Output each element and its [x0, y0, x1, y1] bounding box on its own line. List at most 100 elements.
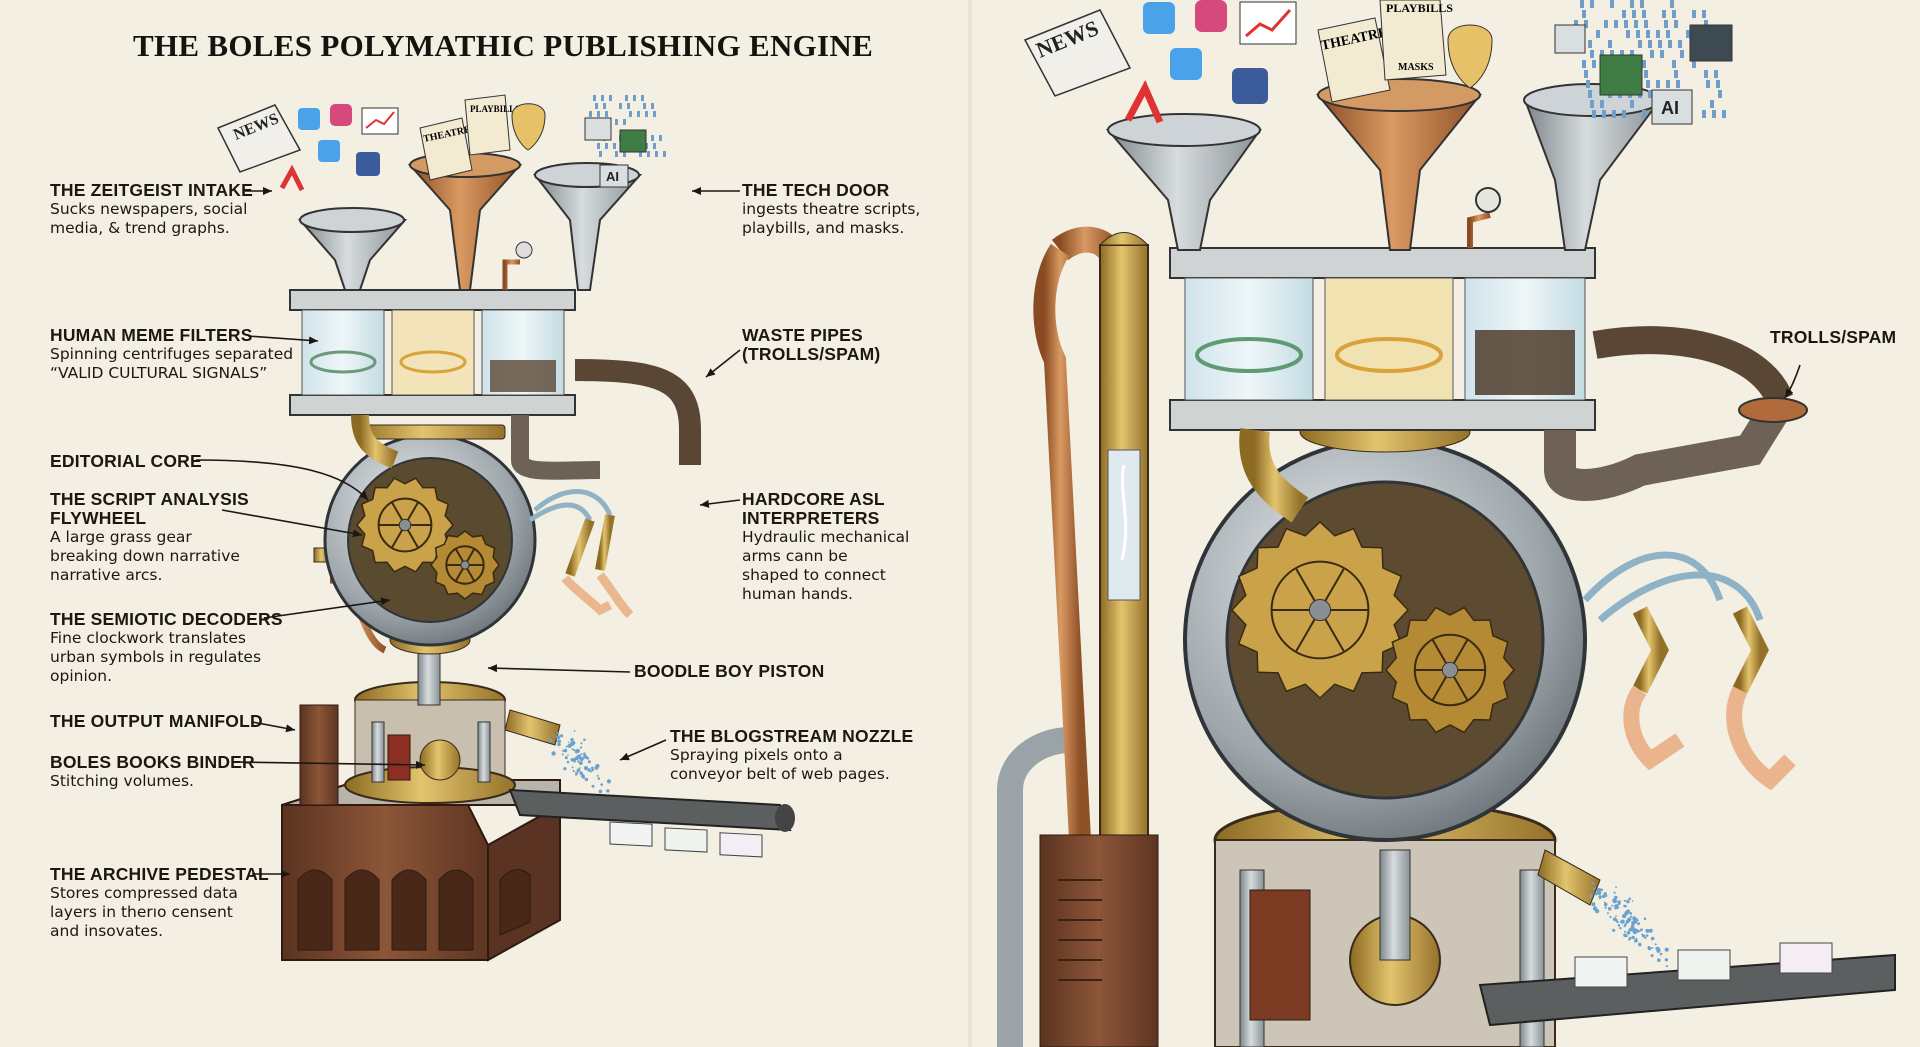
binary-digit — [1604, 20, 1608, 28]
pixel-dot — [579, 761, 583, 765]
web-page — [1678, 950, 1730, 980]
binary-digit — [1662, 10, 1666, 18]
pixel-dot — [1591, 902, 1595, 906]
label-description: Fine clockwork translates urban symbols … — [50, 629, 283, 686]
label-heading: THE OUTPUT MANIFOLD — [50, 712, 263, 731]
label-heading: THE SEMIOTIC DECODERS — [50, 610, 283, 629]
binary-digit — [1644, 20, 1648, 28]
binary-digit — [589, 111, 592, 117]
binary-digit — [1626, 30, 1630, 38]
pixel-dot — [1604, 902, 1606, 904]
asl-arms — [1585, 555, 1790, 780]
binary-digit — [601, 95, 604, 101]
pixel-dot — [1607, 912, 1609, 914]
pixel-dot — [579, 767, 581, 769]
playbill: PLAYBILLS — [465, 95, 520, 155]
pixel-dot — [1665, 948, 1669, 952]
label-heading: THE ARCHIVE PEDESTAL — [50, 865, 269, 884]
pixel-dot — [568, 742, 570, 744]
pixel-dot — [1666, 965, 1668, 967]
binary-digit — [1674, 70, 1678, 78]
tech-funnel — [1525, 100, 1660, 250]
binary-digit — [1722, 110, 1726, 118]
pixel-dot — [1657, 958, 1661, 962]
pixel-dot — [592, 785, 595, 788]
pixel-dot — [1637, 922, 1640, 925]
flywheel-gear — [1232, 522, 1408, 698]
pixel-dot — [573, 770, 575, 772]
binary-digit — [663, 151, 666, 157]
binary-digit — [659, 135, 662, 141]
binary-digit — [655, 151, 658, 157]
pixel-dot — [597, 775, 599, 777]
label-trolls-right: TROLLS/SPAM — [1770, 328, 1896, 347]
binary-digit — [1600, 100, 1604, 108]
binary-digit — [1592, 60, 1596, 68]
binary-digit — [1666, 80, 1670, 88]
pixel-dot — [1634, 940, 1636, 942]
pixel-dot — [573, 749, 575, 751]
binary-digit — [1610, 0, 1614, 8]
pixel-dot — [1589, 894, 1593, 898]
binary-digit — [597, 143, 600, 149]
tech-funnel — [535, 175, 640, 290]
pixel-dot — [1615, 886, 1617, 888]
web-page — [665, 828, 707, 852]
pixel-dot — [1657, 948, 1661, 952]
binary-digit — [637, 111, 640, 117]
label-description: Stitching volumes. — [50, 772, 255, 791]
binary-digit — [609, 95, 612, 101]
binary-digit — [633, 95, 636, 101]
pixel-dot — [1626, 910, 1630, 914]
binary-digit — [615, 151, 618, 157]
waste-pipe — [1595, 340, 1780, 400]
circuit-board — [620, 130, 646, 152]
pixel-dot — [591, 767, 594, 770]
pixel-dot — [1615, 907, 1617, 909]
binary-digit — [1602, 110, 1606, 118]
pixel-dot — [1632, 936, 1635, 939]
binary-digit — [643, 103, 646, 109]
pixel-dot — [580, 746, 582, 748]
pixel-dot — [1651, 947, 1653, 949]
pixel-spray — [1589, 882, 1669, 967]
binary-digit — [1672, 10, 1676, 18]
binary-digit — [1634, 20, 1638, 28]
label-heading: TROLLS/SPAM — [1770, 328, 1896, 347]
pixel-dot — [595, 766, 599, 770]
binder-gear — [420, 740, 460, 780]
pixel-dot — [557, 743, 561, 747]
binary-digit — [1586, 80, 1590, 88]
output-manifold — [300, 705, 338, 805]
pixel-dot — [1623, 905, 1626, 908]
binary-digit — [1660, 50, 1664, 58]
book-volume — [1250, 890, 1310, 1020]
binary-digit — [645, 111, 648, 117]
pixel-dot — [1623, 925, 1625, 927]
binary-digit — [1666, 30, 1670, 38]
pressure-gauge — [1476, 188, 1500, 212]
binary-digit — [1646, 80, 1650, 88]
binary-digit — [597, 111, 600, 117]
label-pedestal: THE ARCHIVE PEDESTAL Stores compressed d… — [50, 865, 269, 941]
pixel-dot — [574, 760, 576, 762]
pixel-dot — [1599, 888, 1601, 890]
pixel-dot — [551, 751, 555, 755]
label-heading: BOLES BOOKS BINDER — [50, 753, 255, 772]
binary-digit — [1640, 0, 1644, 8]
pixel-dot — [1624, 900, 1626, 902]
playbills-text: PLAYBILLS — [1386, 1, 1453, 15]
pixel-dot — [583, 739, 586, 742]
pixel-dot — [1627, 931, 1631, 935]
pixel-dot — [1655, 943, 1657, 945]
pixel-dot — [1644, 937, 1646, 939]
pixel-dot — [1600, 889, 1603, 892]
binary-digit — [1630, 100, 1634, 108]
filter-tank-top — [290, 290, 575, 310]
label-description: A large grass gear breaking down narrati… — [50, 528, 249, 585]
piston — [1380, 850, 1410, 960]
binary-digit — [1638, 40, 1642, 48]
twitter-icon — [298, 108, 320, 130]
binary-digit — [1642, 10, 1646, 18]
pixel-dot — [1633, 930, 1637, 934]
